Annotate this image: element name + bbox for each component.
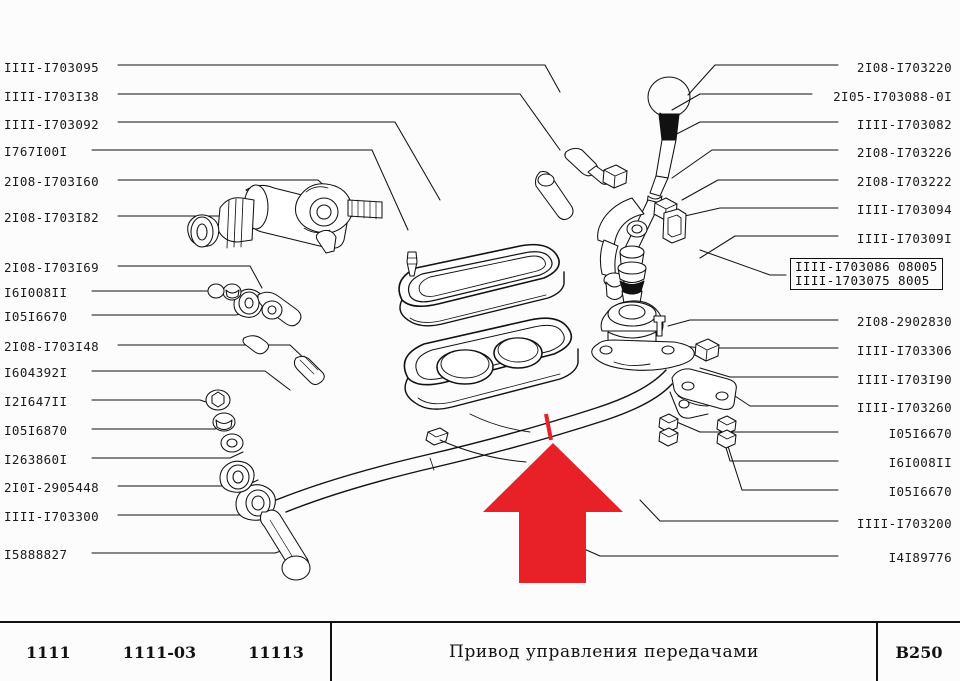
part-label: IIII-I703I38 bbox=[4, 89, 100, 104]
part-label: 2I08-I703222 bbox=[856, 174, 952, 189]
part-label: I5888827 bbox=[4, 547, 68, 562]
part-label: 2I0I-2905448 bbox=[4, 480, 100, 495]
part-label: 2I08-I703I48 bbox=[4, 339, 100, 354]
part-label: I6I008II bbox=[4, 285, 68, 300]
part-label: I05I6870 bbox=[4, 423, 68, 438]
part-label: I263860I bbox=[4, 452, 68, 467]
assembly-title: Привод управления передачами bbox=[332, 623, 878, 681]
part-label: 2I08-I703I82 bbox=[4, 210, 100, 225]
part-label: I05I6670 bbox=[4, 309, 68, 324]
code-1: 1111 bbox=[26, 642, 71, 662]
part-label: I2I647II bbox=[4, 394, 68, 409]
part-label: 2I08-I703I69 bbox=[4, 260, 100, 275]
sheet-code: B250 bbox=[895, 642, 943, 662]
title-block-codes: 1111 1111-03 11113 bbox=[0, 623, 332, 681]
part-label: IIII-I70309I bbox=[856, 231, 952, 246]
boxed-part-label-group: IIII-I703086 08005 IIII-1703075 8005 bbox=[790, 258, 943, 290]
code-3: 11113 bbox=[248, 642, 304, 662]
part-label: IIII-I703094 bbox=[856, 202, 952, 217]
part-label: 2I08-I703220 bbox=[856, 60, 952, 75]
boxed-part-label-line1: IIII-I703086 08005 bbox=[795, 259, 938, 274]
part-label: I767I00I bbox=[4, 144, 68, 159]
part-label: 2I08-2902830 bbox=[856, 314, 952, 329]
part-label: IIII-I703306 bbox=[856, 343, 952, 358]
part-label: I604392I bbox=[4, 365, 68, 380]
part-label: IIII-I703092 bbox=[4, 117, 100, 132]
part-label: 2I08-I703226 bbox=[856, 145, 952, 160]
part-label: IIII-I703I90 bbox=[856, 372, 952, 387]
part-label: IIII-I703300 bbox=[4, 509, 100, 524]
part-label: IIII-I703260 bbox=[856, 400, 952, 415]
part-label: IIII-I703082 bbox=[856, 117, 952, 132]
part-label: I05I6670 bbox=[888, 426, 952, 441]
part-label: I05I6670 bbox=[888, 484, 952, 499]
part-label: IIII-I703095 bbox=[4, 60, 100, 75]
part-label: 2I05-I703088-0I bbox=[833, 89, 952, 104]
code-2: 1111-03 bbox=[122, 642, 197, 662]
part-label: I4I89776 bbox=[888, 550, 952, 565]
part-label: IIII-I703200 bbox=[856, 516, 952, 531]
title-block: 1111 1111-03 11113 Привод управления пер… bbox=[0, 621, 960, 681]
part-label: 2I08-I703I60 bbox=[4, 174, 100, 189]
boxed-part-label-line2: IIII-1703075 8005 bbox=[795, 273, 930, 288]
part-label: I6I008II bbox=[888, 455, 952, 470]
